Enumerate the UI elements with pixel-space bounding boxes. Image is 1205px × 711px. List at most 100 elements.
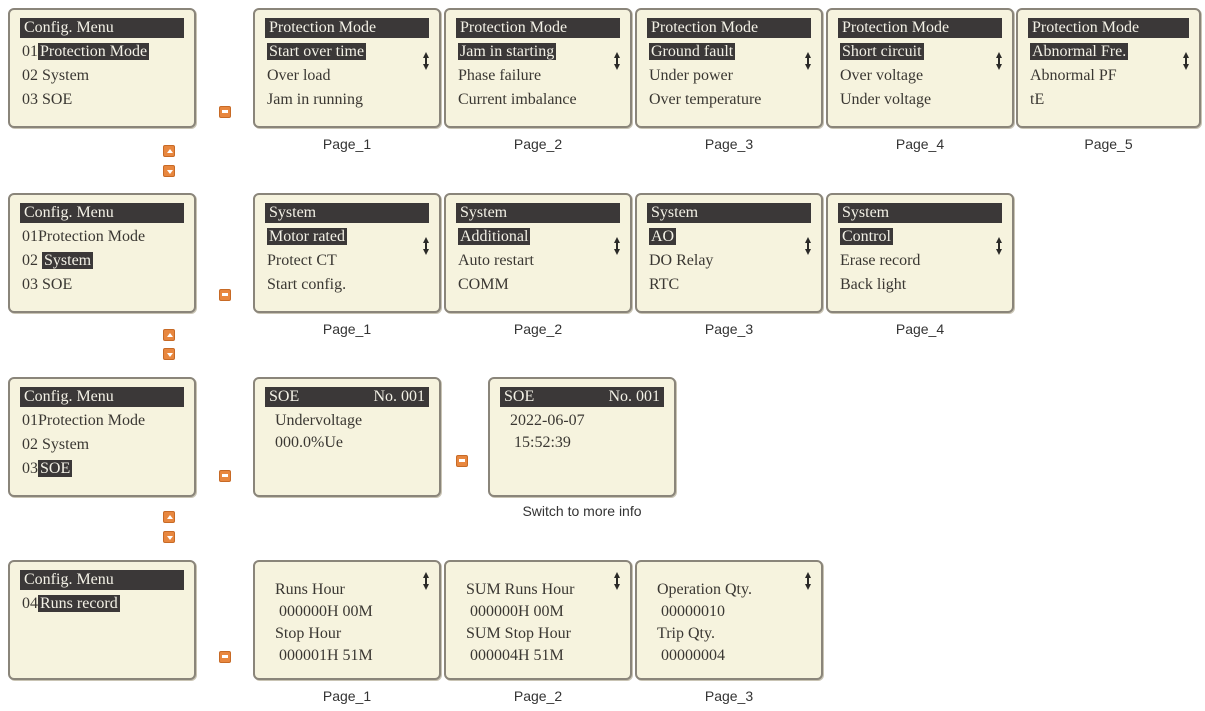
selected-item[interactable]: Control <box>840 228 893 245</box>
menu-line[interactable]: COMM <box>458 276 509 293</box>
system-page-1: System Motor rated Protect CT Start conf… <box>253 193 441 313</box>
selected-item[interactable]: Jam in starting <box>458 43 557 60</box>
system-page-3: System AO DO Relay RTC <box>635 193 823 313</box>
scroll-arrows-icon <box>996 52 1002 70</box>
page-caption: Page_4 <box>895 321 945 337</box>
page-header: Protection Mode <box>838 18 1002 38</box>
page-header: System <box>456 203 620 223</box>
menu-title: Config. Menu <box>20 18 184 38</box>
page-caption: Page_1 <box>322 321 372 337</box>
runs-page-2: SUM Runs Hour 000000H 00M SUM Stop Hour … <box>444 560 632 680</box>
menu-line[interactable]: Over voltage <box>840 67 924 84</box>
selected-item[interactable]: Abnormal Fre. <box>1030 43 1129 60</box>
menu-title: Config. Menu <box>20 570 184 590</box>
scroll-arrows-icon <box>614 237 620 255</box>
menu-title: Config. Menu <box>20 387 184 407</box>
down-key-icon <box>163 348 175 360</box>
soe-date: 2022-06-07 <box>510 412 585 429</box>
menu-item-protection[interactable]: 01Protection Mode <box>22 412 146 429</box>
down-key-icon <box>163 165 175 177</box>
scroll-arrows-icon <box>614 52 620 70</box>
page-header: System <box>838 203 1002 223</box>
menu-line[interactable]: RTC <box>649 276 680 293</box>
selected-item[interactable]: Start over time <box>267 43 367 60</box>
scroll-arrows-icon <box>996 237 1002 255</box>
runs-page-1: Runs Hour 000000H 00M Stop Hour 000001H … <box>253 560 441 680</box>
menu-line[interactable]: Back light <box>840 276 907 293</box>
selected-item[interactable]: Short circuit <box>840 43 924 60</box>
menu-item-soe[interactable]: 03 SOE <box>22 91 73 108</box>
menu-line[interactable]: Over temperature <box>649 91 762 108</box>
page-caption: Page_2 <box>513 136 563 152</box>
protection-page-1: Protection Mode Start over time Over loa… <box>253 8 441 128</box>
right-key-icon <box>219 651 231 663</box>
selected-item[interactable]: Motor rated <box>267 228 347 245</box>
menu-item-system[interactable]: 02 System <box>22 252 94 269</box>
trip-value: 00000004 <box>661 647 725 664</box>
right-key-icon <box>219 470 231 482</box>
page-header: Protection Mode <box>265 18 429 38</box>
scroll-arrows-icon <box>805 52 811 70</box>
up-key-icon <box>163 329 175 341</box>
soe-value: 000.0%Ue <box>275 434 343 451</box>
menu-line[interactable]: Abnormal PF <box>1030 67 1117 84</box>
up-key-icon <box>163 511 175 523</box>
scroll-arrows-icon <box>423 572 429 590</box>
runs-page-3: Operation Qty. 00000010 Trip Qty. 000000… <box>635 560 823 680</box>
page-header: Protection Mode <box>456 18 620 38</box>
stop-label: Stop Hour <box>275 625 342 642</box>
scroll-arrows-icon <box>423 237 429 255</box>
page-header: System <box>647 203 811 223</box>
protection-page-4: Protection Mode Short circuit Over volta… <box>826 8 1014 128</box>
right-key-icon <box>219 289 231 301</box>
config-menu-screen-row2: Config. Menu 01Protection Mode 02 System… <box>8 193 196 313</box>
menu-item-protection[interactable]: 01Protection Mode <box>22 228 146 245</box>
menu-item-system[interactable]: 02 System <box>22 436 90 453</box>
scroll-arrows-icon <box>614 572 620 590</box>
up-key-icon <box>163 145 175 157</box>
selected-item[interactable]: Ground fault <box>649 43 736 60</box>
menu-line[interactable]: Jam in running <box>267 91 363 108</box>
menu-line[interactable]: Phase failure <box>458 67 542 84</box>
page-header: Protection Mode <box>647 18 811 38</box>
menu-item-soe[interactable]: 03 SOE <box>22 276 73 293</box>
stop-value: 000004H 51M <box>470 647 564 664</box>
menu-line[interactable]: Start config. <box>267 276 347 293</box>
selected-item[interactable]: AO <box>649 228 677 245</box>
menu-line[interactable]: Under voltage <box>840 91 932 108</box>
menu-line[interactable]: Under power <box>649 67 733 84</box>
protection-page-3: Protection Mode Ground fault Under power… <box>635 8 823 128</box>
soe-event: Undervoltage <box>275 412 363 429</box>
page-caption: Page_3 <box>704 136 754 152</box>
right-key-icon <box>219 106 231 118</box>
operation-label: Operation Qty. <box>657 581 752 598</box>
down-key-icon <box>163 531 175 543</box>
stop-value: 000001H 51M <box>279 647 373 664</box>
scroll-arrows-icon <box>805 237 811 255</box>
runs-value: 000000H 00M <box>470 603 564 620</box>
menu-line[interactable]: Over load <box>267 67 331 84</box>
switch-caption: Switch to more info <box>522 503 642 519</box>
menu-item-system[interactable]: 02 System <box>22 67 90 84</box>
scroll-arrows-icon <box>1183 52 1189 70</box>
menu-line[interactable]: Current imbalance <box>458 91 577 108</box>
menu-line[interactable]: Erase record <box>840 252 921 269</box>
protection-page-2: Protection Mode Jam in starting Phase fa… <box>444 8 632 128</box>
menu-line[interactable]: DO Relay <box>649 252 714 269</box>
operation-value: 00000010 <box>661 603 725 620</box>
page-caption: Page_1 <box>322 688 372 704</box>
soe-time: 15:52:39 <box>514 434 571 451</box>
menu-line[interactable]: tE <box>1030 91 1045 108</box>
menu-line[interactable]: Protect CT <box>267 252 337 269</box>
menu-line[interactable]: Auto restart <box>458 252 534 269</box>
page-caption: Page_3 <box>704 321 754 337</box>
stop-label: SUM Stop Hour <box>466 625 571 642</box>
selected-item[interactable]: Additional <box>458 228 531 245</box>
